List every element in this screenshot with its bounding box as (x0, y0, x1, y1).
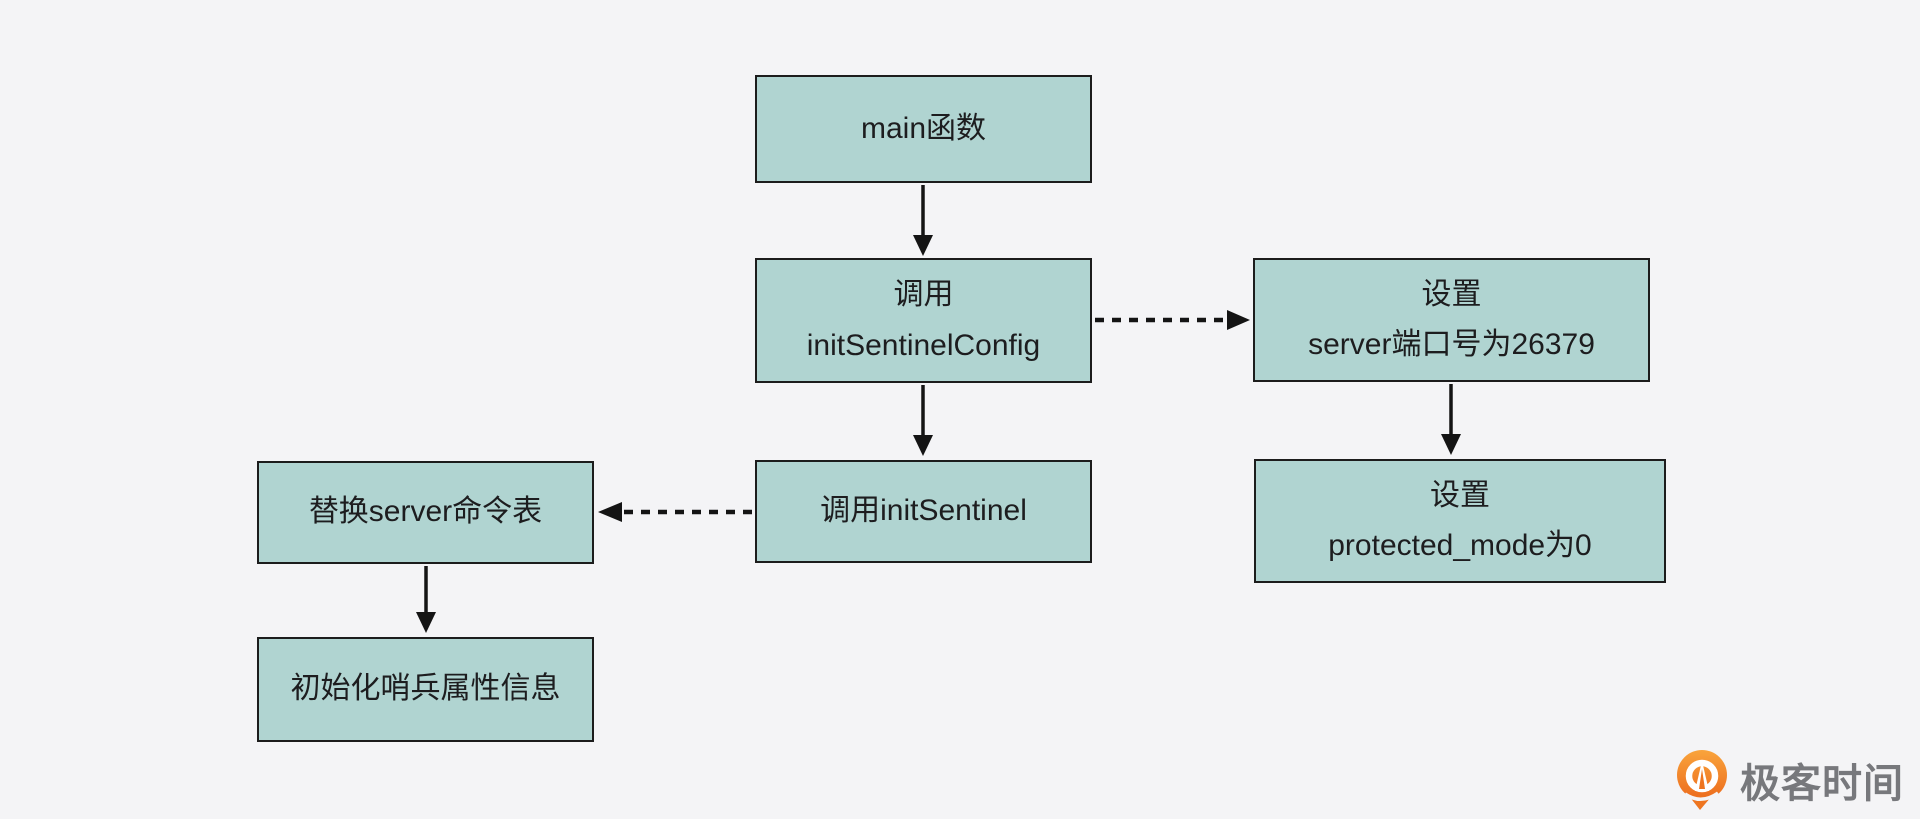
arrow-init-sentinel-config-to-init-sentinel (913, 385, 933, 456)
flowchart-node-call-init-sentinel-config: 调用 initSentinelConfig (755, 258, 1092, 383)
node-label-line2: protected_mode为0 (1328, 529, 1592, 562)
arrow-replace-cmd-table-to-init-props (416, 566, 436, 633)
flowchart-node-init-sentinel-properties: 初始化哨兵属性信息 (257, 637, 594, 742)
node-label: 初始化哨兵属性信息 (290, 672, 561, 706)
arrow-set-port-to-set-protected-mode (1441, 384, 1461, 455)
dashed-arrow-init-sentinel-to-replace-cmd-table (598, 502, 752, 522)
arrow-main-to-init-sentinel-config (913, 185, 933, 256)
geektime-brand-text: 极客时间 (1740, 761, 1904, 806)
flowchart-node-set-server-port: 设置 server端口号为26379 (1253, 258, 1650, 382)
node-label: main函数 (860, 111, 987, 145)
node-label: 调用initSentinel (820, 494, 1027, 528)
dashed-arrow-init-sentinel-config-to-set-port (1095, 310, 1250, 330)
node-label-line2: initSentinelConfig (806, 328, 1041, 362)
flowchart-node-replace-server-command-table: 替换server命令表 (257, 461, 594, 564)
node-label-line2: server端口号为26379 (1308, 328, 1595, 361)
geektime-logo-icon (1677, 750, 1727, 810)
node-label-line1: 设置 (1430, 478, 1490, 512)
node-label-line1: 调用 (893, 278, 954, 311)
flowchart-node-main-function: main函数 (755, 75, 1092, 183)
node-label: 替换server命令表 (308, 495, 543, 529)
geektime-brand: 极客时间 (1674, 748, 1904, 811)
flowchart-node-call-init-sentinel: 调用initSentinel (755, 460, 1092, 563)
node-label-line1: 设置 (1421, 277, 1482, 311)
flowchart-node-set-protected-mode: 设置 protected_mode为0 (1254, 459, 1666, 583)
